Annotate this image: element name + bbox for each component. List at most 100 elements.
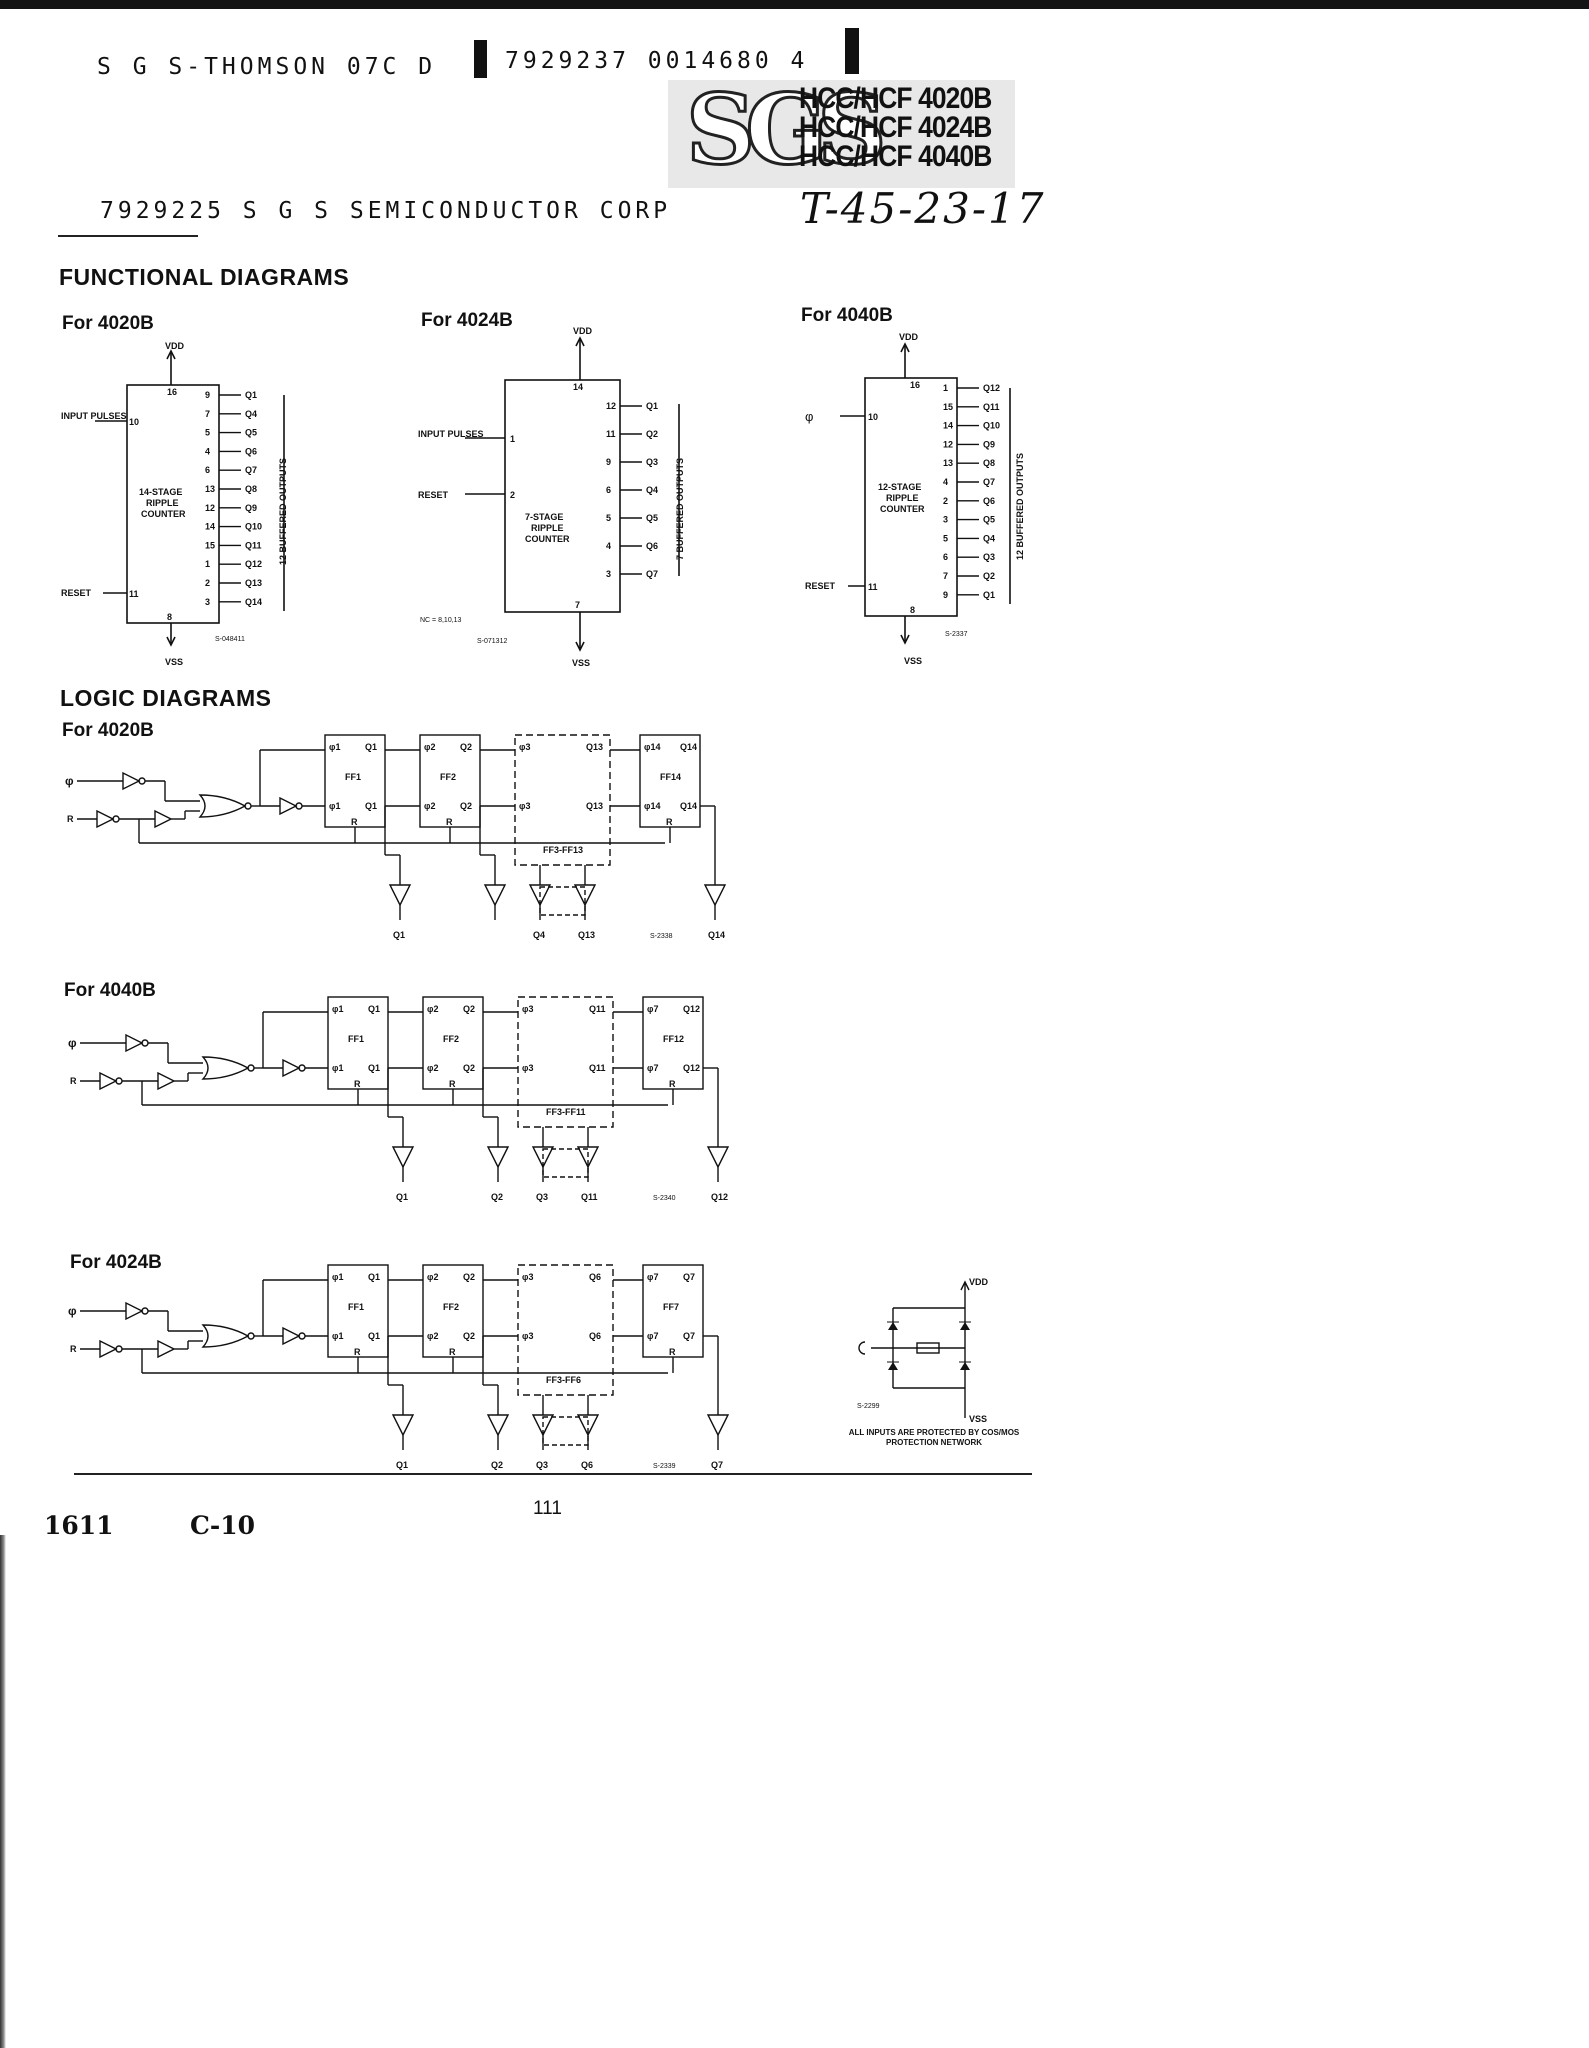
output-label: Q6	[245, 446, 257, 456]
logic-label: FF3-FF6	[546, 1375, 581, 1385]
logic-label: φ3	[522, 1331, 533, 1341]
caption-4024: For 4024B	[421, 310, 513, 331]
logic-caption-4040: For 4040B	[64, 980, 156, 1001]
logic-label: φ	[65, 774, 74, 788]
functional-diagram-4024: VDD 14 7 VSS INPUT PULSES 1 RESET 2 7-ST…	[418, 326, 685, 668]
vdd-pin: 16	[910, 380, 920, 390]
block-line-2: RIPPLE	[146, 498, 179, 508]
block-line-1: 14-STAGE	[139, 487, 182, 497]
handwritten-reference: T-45-23-17	[800, 184, 1046, 233]
output-pin-number: 6	[606, 485, 611, 495]
scan-left-edge	[0, 1535, 6, 2048]
output-label: Q1	[983, 590, 995, 600]
phi-input-label: φ	[805, 409, 813, 424]
logic-label: FF3-FF13	[543, 845, 583, 855]
logic-label: φ2	[424, 801, 435, 811]
logic-label: Q12	[683, 1063, 700, 1073]
logic-label: φ7	[647, 1063, 658, 1073]
logic-label: Q1	[396, 1192, 408, 1202]
output-pin-number: 3	[943, 515, 948, 525]
sgs-logo: SGS	[685, 73, 889, 186]
figure-code: S-2337	[945, 631, 968, 638]
logic-label: Q2	[491, 1460, 503, 1470]
logic-label: FF14	[660, 772, 681, 782]
logic-label: R	[351, 817, 358, 827]
vss-label: VSS	[165, 657, 183, 667]
header-black-mark-right	[845, 28, 859, 74]
block-line-3: COUNTER	[525, 534, 570, 544]
logic-label: Q1	[368, 1272, 380, 1282]
output-label: Q13	[245, 578, 262, 588]
output-label: Q7	[983, 477, 995, 487]
footer-rule	[74, 1473, 1032, 1475]
figure-code: S-048411	[215, 636, 245, 643]
logic-label: R	[354, 1347, 361, 1357]
block-line-1: 12-STAGE	[878, 482, 921, 492]
output-pin-number: 14	[943, 421, 953, 431]
reset-pin: 2	[510, 490, 515, 500]
logic-label: φ7	[647, 1331, 658, 1341]
block-line-3: COUNTER	[880, 504, 925, 514]
output-pin-number: 2	[205, 578, 210, 588]
header-black-mark-left	[474, 40, 487, 78]
output-pin-number: 12	[606, 401, 616, 411]
logic-label: φ	[68, 1036, 77, 1050]
logic-label: φ2	[427, 1272, 438, 1282]
logic-label: Q14	[680, 742, 697, 752]
output-label: Q7	[646, 569, 658, 579]
output-pin-number: 9	[205, 390, 210, 400]
vss-pin: 8	[910, 605, 915, 615]
nc-note: NC = 8,10,13	[420, 617, 462, 624]
logic-label: Q1	[396, 1460, 408, 1470]
output-pin-number: 2	[943, 496, 948, 506]
logic-label: Q6	[589, 1331, 601, 1341]
logic-label: φ	[68, 1304, 77, 1318]
input-pin: 10	[129, 417, 139, 427]
output-pin-number: 1	[943, 383, 948, 393]
logic-label: Q2	[463, 1331, 475, 1341]
header-underline	[58, 235, 198, 237]
figure-code: S-071312	[477, 638, 507, 645]
output-label: Q4	[245, 409, 257, 419]
logic-label: Q1	[365, 801, 377, 811]
bracket-label: 7 BUFFERED OUTPUTS	[675, 458, 685, 560]
output-label: Q4	[983, 533, 995, 543]
reset-label: RESET	[805, 581, 836, 591]
output-pin-number: 3	[606, 569, 611, 579]
logic-label: φ3	[522, 1004, 533, 1014]
logic-label: S-2339	[653, 1463, 676, 1470]
logic-label: Q1	[368, 1004, 380, 1014]
output-label: Q4	[646, 485, 658, 495]
logic-label: Q6	[589, 1272, 601, 1282]
logic-label: FF2	[443, 1302, 459, 1312]
header-codes-line: 7929237 0014680 4	[505, 48, 809, 74]
logic-label: Q4	[533, 930, 545, 940]
part-number-4020: HCC/HCF 4020B	[799, 82, 992, 115]
logic-label: Q3	[536, 1460, 548, 1470]
logic-label: Q11	[589, 1063, 606, 1073]
logic-label: Q2	[463, 1004, 475, 1014]
logic-label: φ1	[329, 801, 340, 811]
output-label: Q7	[245, 465, 257, 475]
logic-label: Q1	[368, 1331, 380, 1341]
logic-caption-4024: For 4024B	[70, 1252, 162, 1273]
logic-label: Q6	[581, 1460, 593, 1470]
logic-label: Q11	[589, 1004, 606, 1014]
logic-label: φ14	[644, 742, 660, 752]
block-line-2: RIPPLE	[531, 523, 564, 533]
logic-label: φ2	[424, 742, 435, 752]
logic-diagrams-title: LOGIC DIAGRAMS	[60, 685, 272, 711]
logic-label: Q12	[683, 1004, 700, 1014]
reset-label: RESET	[418, 490, 449, 500]
logic-label: Q2	[463, 1063, 475, 1073]
footer-code-left: 1611	[44, 1511, 114, 1540]
logic-label: S-2338	[650, 933, 673, 940]
output-label: Q9	[245, 503, 257, 513]
input-pin: 10	[868, 412, 878, 422]
logic-label: φ2	[427, 1063, 438, 1073]
output-label: Q3	[983, 552, 995, 562]
part-number-4040: HCC/HCF 4040B	[799, 140, 992, 173]
output-label: Q12	[983, 383, 1000, 393]
header-company-line: S G S-THOMSON 07C D	[97, 54, 437, 80]
